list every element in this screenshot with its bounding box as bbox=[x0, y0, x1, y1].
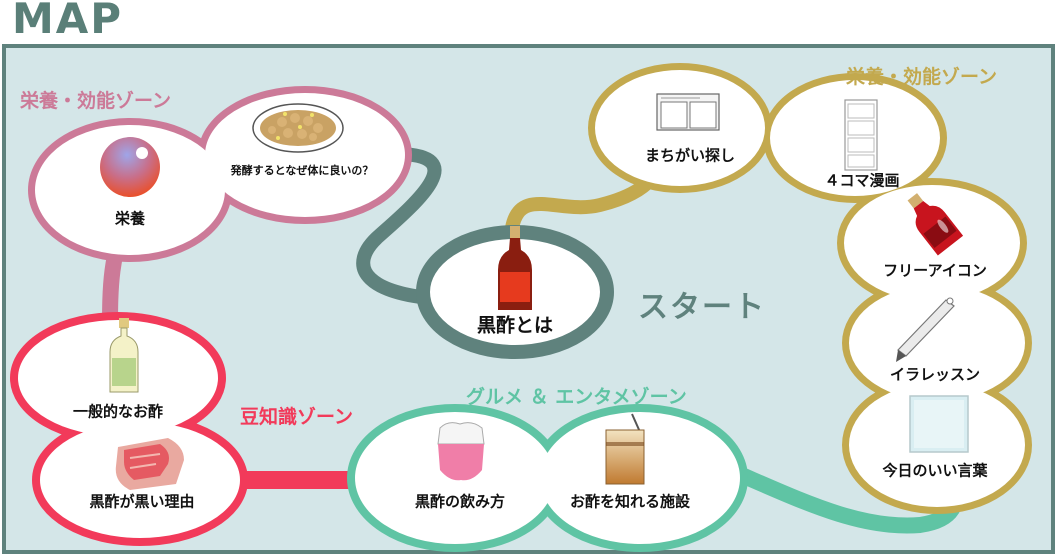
zone-title-trivia: 豆知識ゾーン bbox=[240, 406, 354, 428]
glass-card-icon bbox=[909, 395, 969, 453]
node-how-to-drink-button[interactable] bbox=[360, 417, 550, 539]
node-label-why-black[interactable]: 黒酢が黒い理由 bbox=[89, 492, 195, 511]
zone-title-nutrition-right: 栄養・効能ゾーン bbox=[846, 66, 998, 88]
node-why-black-button[interactable] bbox=[45, 427, 235, 533]
pen-icon bbox=[896, 297, 955, 362]
fermented-beans-dish-icon bbox=[252, 103, 344, 153]
gradient-sphere-icon bbox=[100, 137, 160, 197]
path-fermentation-to-start bbox=[356, 147, 477, 307]
node-label-spot-difference[interactable]: まちがい探し bbox=[644, 146, 736, 165]
node-quote-button[interactable] bbox=[854, 388, 1020, 502]
node-label-nutrition[interactable]: 栄養 bbox=[114, 209, 146, 228]
meat-slab-icon bbox=[115, 438, 184, 490]
node-facilities-button[interactable] bbox=[545, 417, 735, 539]
zone-title-gourmet: グルメ ＆ エンタメゾーン bbox=[466, 386, 687, 408]
node-label-free-icon[interactable]: フリーアイコン bbox=[883, 261, 987, 280]
four-panel-comic-icon bbox=[844, 99, 878, 171]
node-label-fermentation[interactable]: 発酵するとなぜ体に良いの？ bbox=[230, 164, 374, 177]
node-label-general-vinegar[interactable]: 一般的なお酢 bbox=[72, 402, 164, 421]
drink-cup-icon bbox=[437, 422, 485, 481]
node-nutrition-button[interactable] bbox=[40, 130, 220, 250]
start-label: スタート bbox=[638, 290, 766, 325]
node-label-start[interactable]: 黒酢とは bbox=[476, 314, 554, 337]
node-label-facilities[interactable]: お酢を知れる施設 bbox=[569, 492, 691, 511]
jar-icon bbox=[605, 413, 645, 485]
page-title: MAP bbox=[12, 0, 124, 43]
vinegar-bottle-icon bbox=[109, 318, 139, 393]
black-vinegar-bottle-icon bbox=[498, 226, 532, 310]
node-fermentation-button[interactable] bbox=[210, 98, 400, 213]
zone-title-nutrition-left: 栄養・効能ゾーン bbox=[20, 90, 172, 112]
spot-difference-sheet-icon bbox=[656, 93, 720, 131]
node-label-how-to-drink[interactable]: 黒酢の飲み方 bbox=[414, 492, 506, 511]
node-label-illustration[interactable]: イラレッスン bbox=[889, 365, 981, 384]
soy-sauce-bottle-icon bbox=[907, 193, 964, 256]
node-label-quote[interactable]: 今日のいい言葉 bbox=[882, 461, 988, 480]
node-label-four-panel[interactable]: ４コマ漫画 bbox=[824, 171, 900, 190]
